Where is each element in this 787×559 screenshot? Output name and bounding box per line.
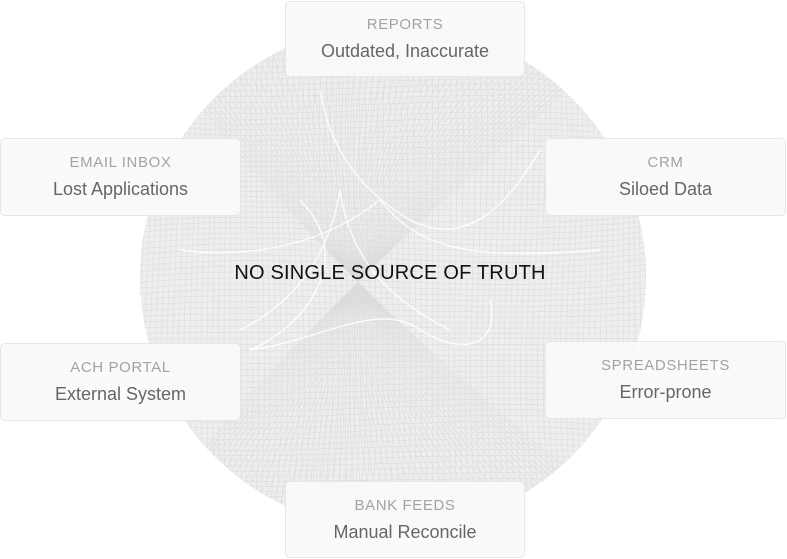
mesh-circle-fill [140,24,646,530]
mesh-swirl-1 [249,199,493,351]
node-email-inbox: EMAIL INBOX Lost Applications [0,138,241,216]
node-bank-feeds: BANK FEEDS Manual Reconcile [285,481,525,558]
node-description: Manual Reconcile [333,521,477,542]
mesh-swirl-2 [319,89,541,230]
node-description: Siloed Data [618,179,713,199]
node-description: Outdated, Inaccurate [320,41,490,61]
node-label: REPORTS [366,16,444,33]
node-reports: REPORTS Outdated, Inaccurate [285,1,525,77]
node-label: CRM [647,154,684,171]
node-label: ACH PORTAL [70,359,171,376]
mesh-swirl-4 [179,199,601,255]
center-title: NO SINGLE SOURCE OF TRUTH [234,262,546,284]
node-description: External System [54,384,187,404]
node-label: EMAIL INBOX [69,154,172,171]
node-spreadsheets: SPREADSHEETS Error-prone [545,341,786,419]
node-description: Error-prone [619,382,712,402]
node-crm: CRM Siloed Data [545,138,786,216]
node-ach-portal: ACH PORTAL External System [0,343,241,421]
node-label: BANK FEEDS [354,496,456,514]
mesh-strands [140,24,646,530]
mesh-swirl-3 [239,189,451,331]
node-description: Lost Applications [52,179,189,199]
node-label: SPREADSHEETS [601,357,730,374]
